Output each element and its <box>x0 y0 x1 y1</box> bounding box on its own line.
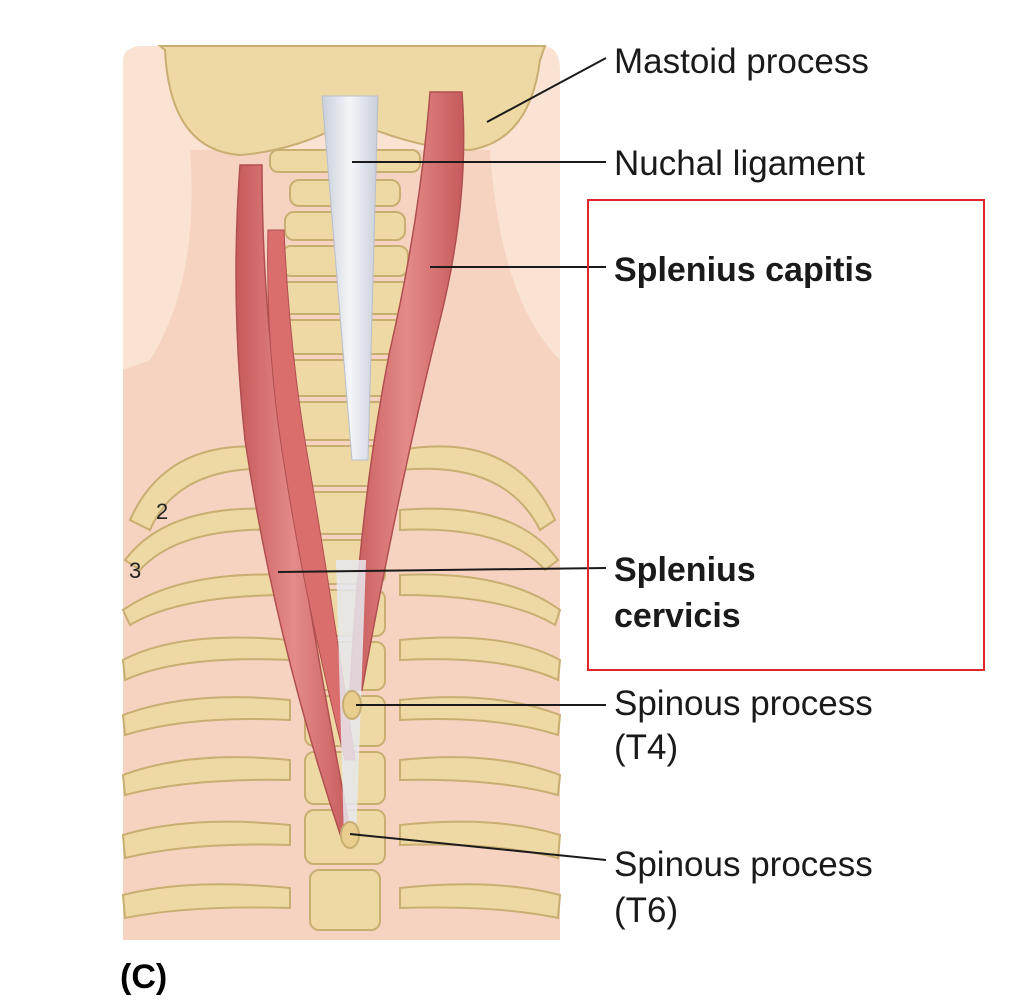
leader-lines <box>277 57 607 861</box>
label-splenius-cervicis-line1: Splenius <box>614 551 756 589</box>
label-spinous-process-t4-line2: (T4) <box>614 728 679 767</box>
panel-letter: (C) <box>120 958 168 996</box>
label-spinous-process-t6-line2: (T6) <box>614 891 679 930</box>
label-spinous-process-t4-line1: Spinous process <box>614 684 873 723</box>
nuchal-ligament <box>321 95 379 461</box>
label-splenius-capitis: Splenius capitis <box>614 251 873 289</box>
label-mastoid-process: Mastoid process <box>614 42 869 81</box>
highlight-box <box>587 199 985 671</box>
label-spinous-process-t6-line1: Spinous process <box>614 845 873 884</box>
rib-number-2: 2 <box>156 499 169 524</box>
rib-number-3: 3 <box>129 558 142 583</box>
label-splenius-cervicis-line2: cervicis <box>614 597 741 635</box>
label-nuchal-ligament: Nuchal ligament <box>614 144 865 183</box>
ribs <box>121 445 562 920</box>
splenius-capitis-right <box>349 91 465 691</box>
